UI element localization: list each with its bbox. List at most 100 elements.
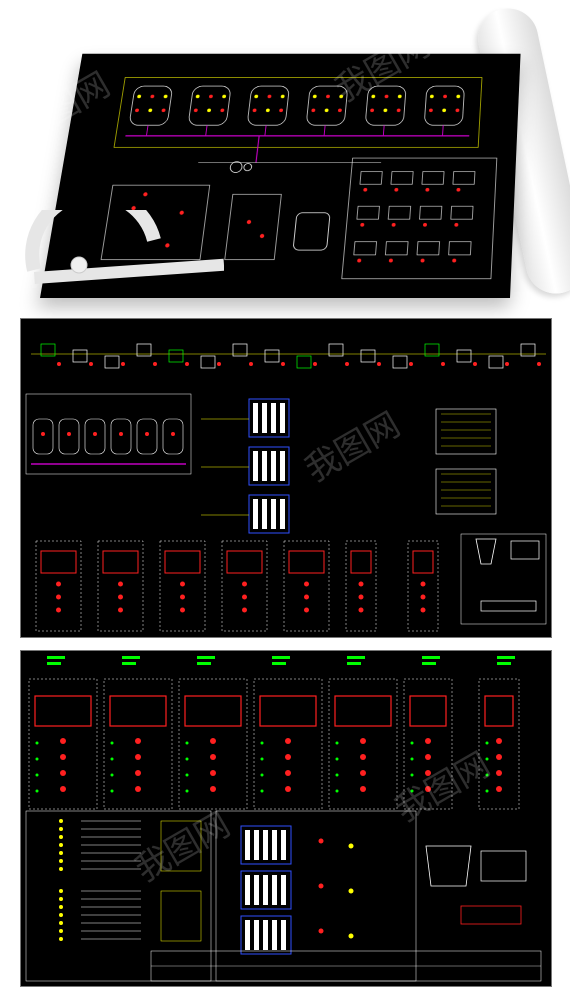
- process-unit: [520, 343, 536, 357]
- cabinet-frame: [159, 540, 206, 632]
- process-unit: [200, 355, 216, 369]
- valve-symbol: [56, 607, 61, 613]
- valve-symbol: [396, 108, 401, 113]
- valve-symbol: [425, 738, 431, 744]
- instrument-symbol: [185, 741, 189, 745]
- valve-symbol: [220, 108, 225, 113]
- valve-symbol: [358, 594, 364, 600]
- filter-element: [271, 499, 276, 529]
- cabinet-row-large: [28, 678, 520, 810]
- valve-symbol: [384, 94, 389, 99]
- valve-symbol: [195, 94, 200, 99]
- filter-element: [281, 830, 286, 860]
- ladder-block: [160, 890, 202, 942]
- stack-unit: [435, 468, 497, 515]
- valve-symbol: [142, 192, 148, 197]
- valve-symbol: [118, 607, 123, 613]
- valve-symbol: [383, 108, 388, 113]
- valve-symbol: [456, 94, 461, 99]
- valve-symbol: [135, 754, 141, 760]
- valve-symbol: [57, 362, 61, 366]
- valve-symbol: [279, 108, 284, 113]
- cabinet-frame: [328, 678, 398, 810]
- filter-element: [263, 920, 268, 950]
- valve-symbol: [363, 187, 368, 192]
- label-marker: [47, 656, 65, 659]
- instrument-symbol: [110, 757, 114, 761]
- valve-symbol: [136, 94, 142, 99]
- valve-symbol: [473, 362, 477, 366]
- filter-element: [245, 920, 250, 950]
- valve-symbol: [456, 187, 461, 192]
- valve-symbol: [370, 108, 375, 113]
- valve-symbol: [318, 928, 324, 934]
- filter-element: [272, 920, 277, 950]
- valve-symbol: [210, 738, 216, 744]
- valve-symbol: [135, 738, 141, 744]
- valve-symbol: [313, 362, 317, 366]
- cabinet-equipment: [288, 550, 325, 574]
- process-unit: [72, 349, 88, 363]
- cabinet-equipment: [334, 695, 392, 727]
- valve-symbol: [360, 754, 366, 760]
- label-marker: [347, 662, 361, 665]
- cabinet-equipment: [226, 550, 263, 574]
- valve-symbol: [285, 754, 291, 760]
- unit-cell: [453, 172, 475, 185]
- filter-element: [263, 875, 268, 905]
- filter-element: [281, 920, 286, 950]
- tank-outlet-pipe: [383, 125, 384, 136]
- unit-cell: [449, 242, 471, 255]
- label-marker: [422, 662, 436, 665]
- pump-symbol: [230, 162, 243, 173]
- process-unit: [136, 343, 152, 357]
- valve-symbol: [60, 738, 66, 744]
- filter-element: [254, 920, 259, 950]
- instrument-symbol: [335, 789, 339, 793]
- tank-row: [127, 86, 464, 136]
- unit-cell: [451, 206, 473, 219]
- valve-symbol: [348, 888, 354, 894]
- valve-symbol: [443, 94, 448, 99]
- valve-symbol: [397, 94, 402, 99]
- process-unit: [328, 343, 344, 357]
- cabinet-frame: [221, 540, 268, 632]
- left-distribution-frame: [25, 810, 212, 982]
- process-unit: [392, 355, 408, 369]
- valve-symbol: [59, 889, 63, 893]
- red-loop: [460, 905, 522, 925]
- valve-symbol: [452, 258, 457, 263]
- label-marker: [122, 662, 136, 665]
- process-unit: [360, 349, 376, 363]
- valve-symbol: [311, 108, 316, 113]
- valve-symbol: [252, 108, 257, 113]
- right-unit-grid: [353, 172, 475, 263]
- valve-symbol: [454, 222, 459, 227]
- unit-cell: [354, 242, 377, 255]
- filter-element: [254, 830, 259, 860]
- valve-symbol: [59, 913, 63, 917]
- cabinet-row: [35, 540, 439, 632]
- unit-cell: [360, 172, 382, 185]
- valve-symbol: [425, 187, 430, 192]
- label-marker: [422, 656, 440, 659]
- middle-schematic: [25, 343, 547, 632]
- valve-symbol: [420, 594, 426, 600]
- valve-symbol: [180, 581, 185, 587]
- valve-symbol: [171, 432, 175, 436]
- cabinet-equipment: [40, 550, 77, 574]
- valve-symbol: [496, 738, 502, 744]
- valve-symbol: [41, 432, 45, 436]
- process-unit: [40, 343, 56, 357]
- conveyor-symbol: [480, 600, 537, 612]
- valve-symbol: [425, 770, 431, 776]
- valve-symbol: [337, 108, 342, 113]
- valve-symbol: [455, 108, 460, 113]
- instrument-symbol: [410, 757, 414, 761]
- header-drop-pipe: [256, 136, 259, 163]
- cabinet-equipment: [34, 695, 92, 727]
- label-marker: [272, 662, 286, 665]
- valve-symbol: [242, 607, 247, 613]
- reactor-tank: [306, 86, 348, 125]
- filter-element: [262, 499, 267, 529]
